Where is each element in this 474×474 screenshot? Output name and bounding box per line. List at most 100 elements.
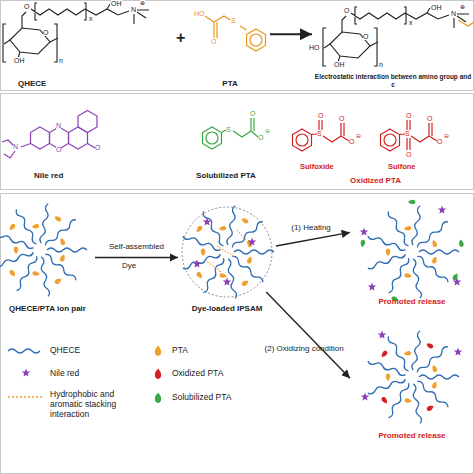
atom-label: O <box>95 144 100 151</box>
atom-label: O <box>24 3 29 10</box>
atom-label: N <box>451 10 456 17</box>
legend-drop <box>155 345 161 356</box>
atom-label: HO <box>309 44 320 51</box>
ipsam-cluster <box>205 230 249 272</box>
atom-label: O <box>258 134 263 141</box>
atom-label: S <box>231 17 236 24</box>
sulfone-structure <box>381 129 400 151</box>
atom-label: ⊖ <box>356 133 361 139</box>
sulfoxide-structure <box>296 134 308 146</box>
node-label: Promoted release <box>350 297 474 308</box>
legend-label: Solubilized PTA <box>172 393 252 403</box>
sulfone-structure <box>400 120 438 150</box>
legend-label: Oxidized PTA <box>172 369 252 379</box>
qhece-structure <box>3 3 149 62</box>
ipsam-cluster <box>201 226 253 279</box>
legend-drop <box>155 392 161 403</box>
atom-label: O <box>344 7 349 14</box>
heating-release-cluster <box>386 226 438 279</box>
legend-label: QHECE <box>50 346 130 356</box>
edge-note: Dye <box>122 262 136 270</box>
atom-label: OH <box>14 57 25 64</box>
atom-label: O <box>363 33 368 40</box>
heating-release-cluster <box>360 200 464 303</box>
legend-swatch <box>151 344 165 358</box>
particle-cluster: QHECE/PTA ion pair <box>0 200 95 315</box>
qhece-structure <box>3 3 149 62</box>
legend-sample <box>8 349 40 353</box>
node-label: QHECE <box>0 79 170 90</box>
flow-arrow <box>95 257 178 258</box>
atom-label: N <box>13 143 18 150</box>
nile-red-structure <box>2 111 97 159</box>
node-label: PTA <box>190 79 270 90</box>
atom-label: O <box>56 146 61 153</box>
atom-label: n <box>379 61 383 68</box>
ipsam-cluster <box>182 205 274 298</box>
solubilized-pta-structure <box>203 118 259 149</box>
panel-frame <box>1 94 474 190</box>
chemical-structure: Electrostatic interaction between amino … <box>312 0 474 90</box>
oxidation-release-cluster <box>386 351 438 404</box>
edge-label: (2) Oxidizing condition <box>265 345 344 353</box>
heating-release-cluster <box>368 283 377 291</box>
ion-pair-cluster <box>0 203 87 296</box>
atom-label: O <box>318 112 323 119</box>
atom-label: ⊕ <box>460 4 465 10</box>
sulfone-structure <box>384 134 396 146</box>
legend-drop <box>155 368 161 379</box>
compound-caption: Nile red <box>34 172 63 180</box>
atom-label: OH <box>111 0 122 7</box>
node-label: Promoted release <box>350 431 474 442</box>
product-structure <box>458 20 474 26</box>
atom-label: x <box>89 15 93 22</box>
node-label: QHECE/PTA ion pair <box>0 304 95 315</box>
sulfoxide-structure <box>293 129 312 151</box>
atom-label: N <box>131 6 136 13</box>
nile-red-structure <box>2 140 95 158</box>
atom-label: ⊕ <box>140 0 145 6</box>
atom-label: n <box>59 57 63 64</box>
heating-release-cluster <box>360 200 464 303</box>
oxidation-release-cluster <box>367 330 459 423</box>
ion-pair-cluster <box>14 224 66 277</box>
panel-frame <box>1 194 474 474</box>
panel-frame <box>1 1 474 91</box>
nile-red-structure <box>78 111 97 133</box>
atom-label: OH <box>431 4 442 11</box>
nile-red-structure <box>31 127 50 149</box>
atom-label: O <box>406 112 411 119</box>
legend-sample <box>22 369 31 377</box>
atom-label: O <box>43 29 48 36</box>
oxidation-release-cluster <box>361 330 463 423</box>
pta-structure <box>205 16 247 38</box>
atom-label: N <box>56 122 61 129</box>
plus-sign: + <box>176 30 185 46</box>
pta-structure <box>250 34 262 46</box>
flow-arrow <box>276 232 350 246</box>
atom-label: ⊖ <box>265 128 270 134</box>
heating-release-cluster <box>438 206 447 214</box>
solubilized-pta-structure <box>206 132 218 144</box>
atom-label: O <box>427 115 432 122</box>
legend-label: Hydrophobic and aromatic stacking intera… <box>50 390 142 419</box>
heating-release-cluster <box>367 205 459 298</box>
node-label: Electrostatic interaction between amino … <box>312 73 474 90</box>
ipsam-cluster <box>195 217 249 287</box>
compound-caption: Sulfoxide <box>300 163 334 171</box>
ipsam-cluster <box>223 278 232 286</box>
atom-label: HO <box>194 10 205 17</box>
legend-swatch <box>151 391 165 405</box>
atom-label: O <box>339 115 344 122</box>
ion-pair-cluster <box>0 203 87 296</box>
atom-label: S <box>226 126 231 133</box>
edge-label: (1) Heating <box>291 224 331 232</box>
ipsam-cluster <box>203 218 212 226</box>
sulfoxide-structure <box>312 120 350 142</box>
chemical-structure: QHECE <box>0 0 170 90</box>
atom-label: O <box>437 138 442 145</box>
atom-label: S <box>405 130 410 137</box>
legend-label: PTA <box>172 346 252 356</box>
compound-caption: Sulfone <box>388 163 416 171</box>
